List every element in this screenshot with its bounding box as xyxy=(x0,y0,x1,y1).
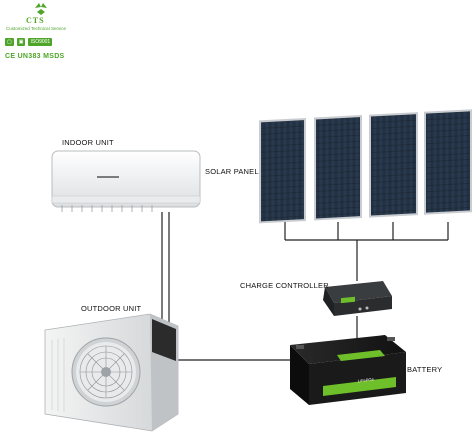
logo-brand: CTS xyxy=(26,16,45,25)
logo-badges: ▢ ▣ ISO9001 xyxy=(5,38,53,46)
svg-text:LiFePO4: LiFePO4 xyxy=(358,377,375,384)
solar-panels xyxy=(259,109,472,224)
outdoor-unit-label: OUTDOOR UNIT xyxy=(81,304,142,313)
charge-controller-label: CHARGE CONTROLLER xyxy=(240,281,329,290)
logo-badge-1: ▢ xyxy=(5,38,14,46)
outdoor-unit-graphic xyxy=(44,313,179,432)
logo-badge-iso: ISO9001 xyxy=(28,38,53,46)
battery-graphic: LiFePO4 xyxy=(290,335,406,405)
battery-label: BATTERY xyxy=(407,365,443,374)
logo-tagline: Customized Technical Service xyxy=(6,26,66,31)
logo-badge-2: ▣ xyxy=(16,38,26,46)
indoor-unit-graphic xyxy=(51,150,201,212)
solar-panel-label: SOLAR PANEL xyxy=(205,167,259,176)
logo-certs: CE UN383 MSDS xyxy=(5,53,65,60)
wiring xyxy=(161,212,449,361)
indoor-unit-label: INDOOR UNIT xyxy=(62,138,114,147)
logo-emblem-icon xyxy=(35,3,47,15)
charge-controller-graphic xyxy=(323,281,392,316)
cts-logo: CTS Customized Technical Service ▢ ▣ ISO… xyxy=(2,2,80,64)
